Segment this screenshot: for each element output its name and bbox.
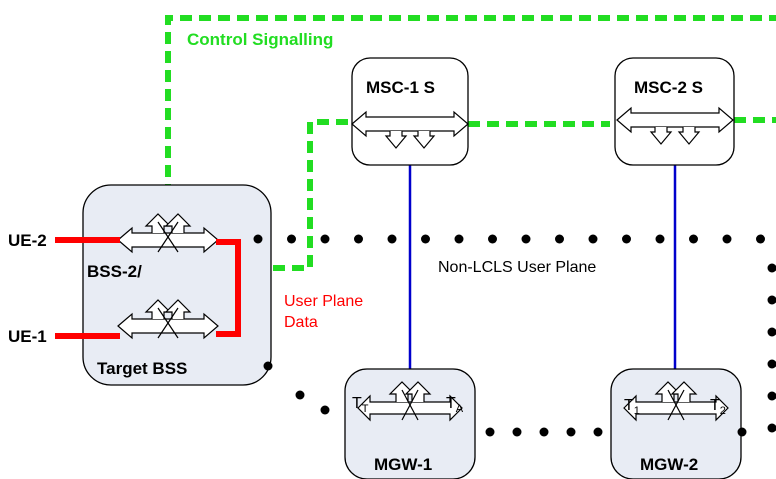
- non-lcls-label: Non-LCLS User Plane: [438, 259, 596, 276]
- mgw1-node[interactable]: [344, 368, 476, 479]
- mgw2-switch-icon: [623, 381, 729, 422]
- user-plane-dot: [756, 234, 765, 244]
- user-plane-dot: [287, 234, 296, 244]
- bss-bottom-label: Target BSS: [97, 359, 187, 378]
- msc-mgw-links: [408, 165, 677, 395]
- mgw2-label: MGW-2: [640, 455, 698, 474]
- msc2-node[interactable]: [614, 57, 735, 166]
- user-plane-dot: [454, 234, 464, 244]
- ue1-label: UE-1: [8, 327, 47, 346]
- user-plane-dot: [722, 234, 732, 244]
- user-plane-dot: [689, 234, 698, 244]
- control-signalling-path: [165, 15, 776, 271]
- mgw1-label: MGW-1: [374, 455, 432, 474]
- mgw2-node[interactable]: [610, 368, 742, 479]
- user-plane-dot: [263, 361, 273, 371]
- user-plane-dot: [593, 427, 603, 437]
- user-plane-dot: [767, 423, 776, 433]
- ue2-label: UE-2: [8, 231, 47, 250]
- user-plane-dot: [767, 391, 776, 401]
- user-plane-data-label: Data: [284, 314, 318, 331]
- control-bss-loop: [165, 119, 350, 271]
- msc1-label: MSC-1 S: [366, 78, 435, 97]
- user-plane-dot: [555, 234, 564, 244]
- user-plane-dot: [539, 427, 549, 437]
- user-plane-dot: [737, 427, 747, 437]
- user-plane-dot: [512, 427, 522, 437]
- mgw2-right-termination: T2: [710, 397, 726, 417]
- user-plane-dot: [767, 327, 776, 337]
- user-plane-dot: [320, 234, 330, 244]
- mgw2-left-termination: T1: [624, 397, 640, 417]
- mgw1-right-termination: TA: [446, 395, 464, 415]
- user-plane-dot: [588, 234, 598, 244]
- bss-top-label: BSS-2/: [87, 262, 142, 281]
- mgw1-switch-icon: [357, 381, 463, 422]
- user-plane-label: User Plane: [284, 293, 363, 310]
- control-outer-loop: [165, 15, 776, 215]
- bss-lower-switch-icon: [117, 299, 219, 340]
- user-plane-dot: [354, 234, 363, 244]
- user-plane-dot: [253, 234, 263, 244]
- user-plane-dot: [485, 427, 495, 437]
- control-signalling-label: Control Signalling: [187, 30, 333, 49]
- user-plane-dot: [566, 427, 576, 437]
- user-plane-dot: [655, 234, 665, 244]
- mgw1-left-termination: TT: [352, 395, 369, 415]
- user-plane-dot: [767, 263, 776, 273]
- local-switch-path: [216, 239, 241, 337]
- msc2-label: MSC-2 S: [634, 78, 703, 97]
- user-plane-dot: [488, 234, 497, 244]
- user-plane-dot: [767, 359, 776, 369]
- user-plane-data-path: [55, 237, 241, 339]
- user-plane-dot: [521, 234, 531, 244]
- user-plane-dot: [622, 234, 631, 244]
- bss-upper-switch-icon: [117, 213, 219, 254]
- user-plane-dot: [767, 295, 776, 305]
- user-plane-dot: [320, 405, 330, 415]
- user-plane-dot: [421, 234, 430, 244]
- user-plane-dot: [295, 390, 305, 400]
- user-plane-dot: [387, 234, 397, 244]
- non-lcls-dots: [253, 234, 776, 437]
- msc1-node[interactable]: [351, 57, 469, 166]
